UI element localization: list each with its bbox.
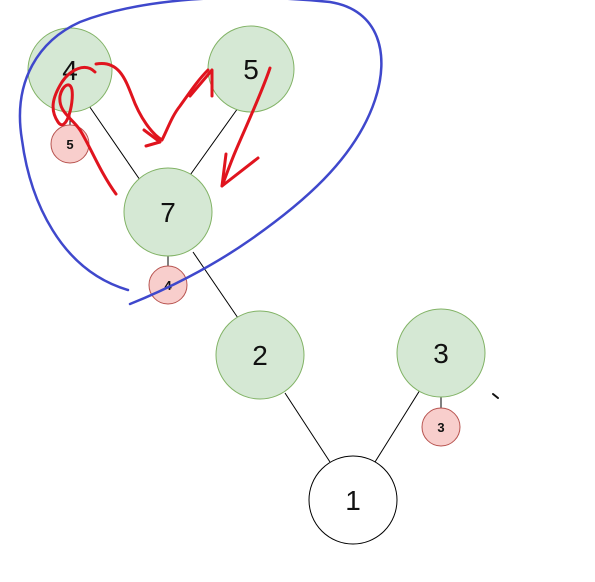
badge-node-7: 4: [148, 265, 188, 305]
pen-tick: [492, 393, 499, 399]
badge-node-4: 5: [50, 124, 90, 164]
node-7-circle: [123, 167, 213, 257]
node-3: 3: [396, 308, 486, 398]
node-7-label: 7: [160, 197, 176, 228]
red-wave-top: [94, 61, 210, 142]
badge-node-3-label: 3: [437, 420, 444, 435]
node-1-label: 1: [345, 485, 361, 516]
node-3-label: 3: [433, 338, 449, 369]
red-squiggle-left: [51, 66, 118, 196]
badge-node-7-label: 4: [164, 278, 172, 293]
badge-node-3-circle: [421, 407, 461, 447]
edge-4-7: [84, 99, 141, 181]
node-1: 1: [308, 455, 398, 545]
badge-node-3: 3: [421, 407, 461, 447]
edge-2-1: [284, 392, 331, 463]
blue-lasso: [18, 0, 383, 306]
node-2: 2: [215, 310, 305, 400]
edge-3-1: [374, 389, 421, 463]
node-5: 5: [207, 25, 295, 113]
node-7: 7: [123, 167, 213, 257]
red-arrowhead-mid: [142, 128, 162, 148]
red-arrowhead-down: [220, 152, 260, 188]
red-arrowhead-up: [188, 68, 214, 98]
red-down-stroke: [220, 66, 272, 188]
edge-5-7: [187, 107, 239, 179]
node-4: 4: [27, 27, 113, 113]
badge-node-7-circle: [148, 265, 188, 305]
badge-node-4-label: 5: [66, 137, 73, 152]
red-annotation: [51, 61, 272, 196]
node-2-circle: [215, 310, 305, 400]
edges: [69, 99, 442, 463]
node-5-label: 5: [243, 54, 259, 85]
node-2-label: 2: [252, 340, 268, 371]
node-3-circle: [396, 308, 486, 398]
edge-7-2: [192, 251, 239, 319]
node-1-circle: [308, 455, 398, 545]
